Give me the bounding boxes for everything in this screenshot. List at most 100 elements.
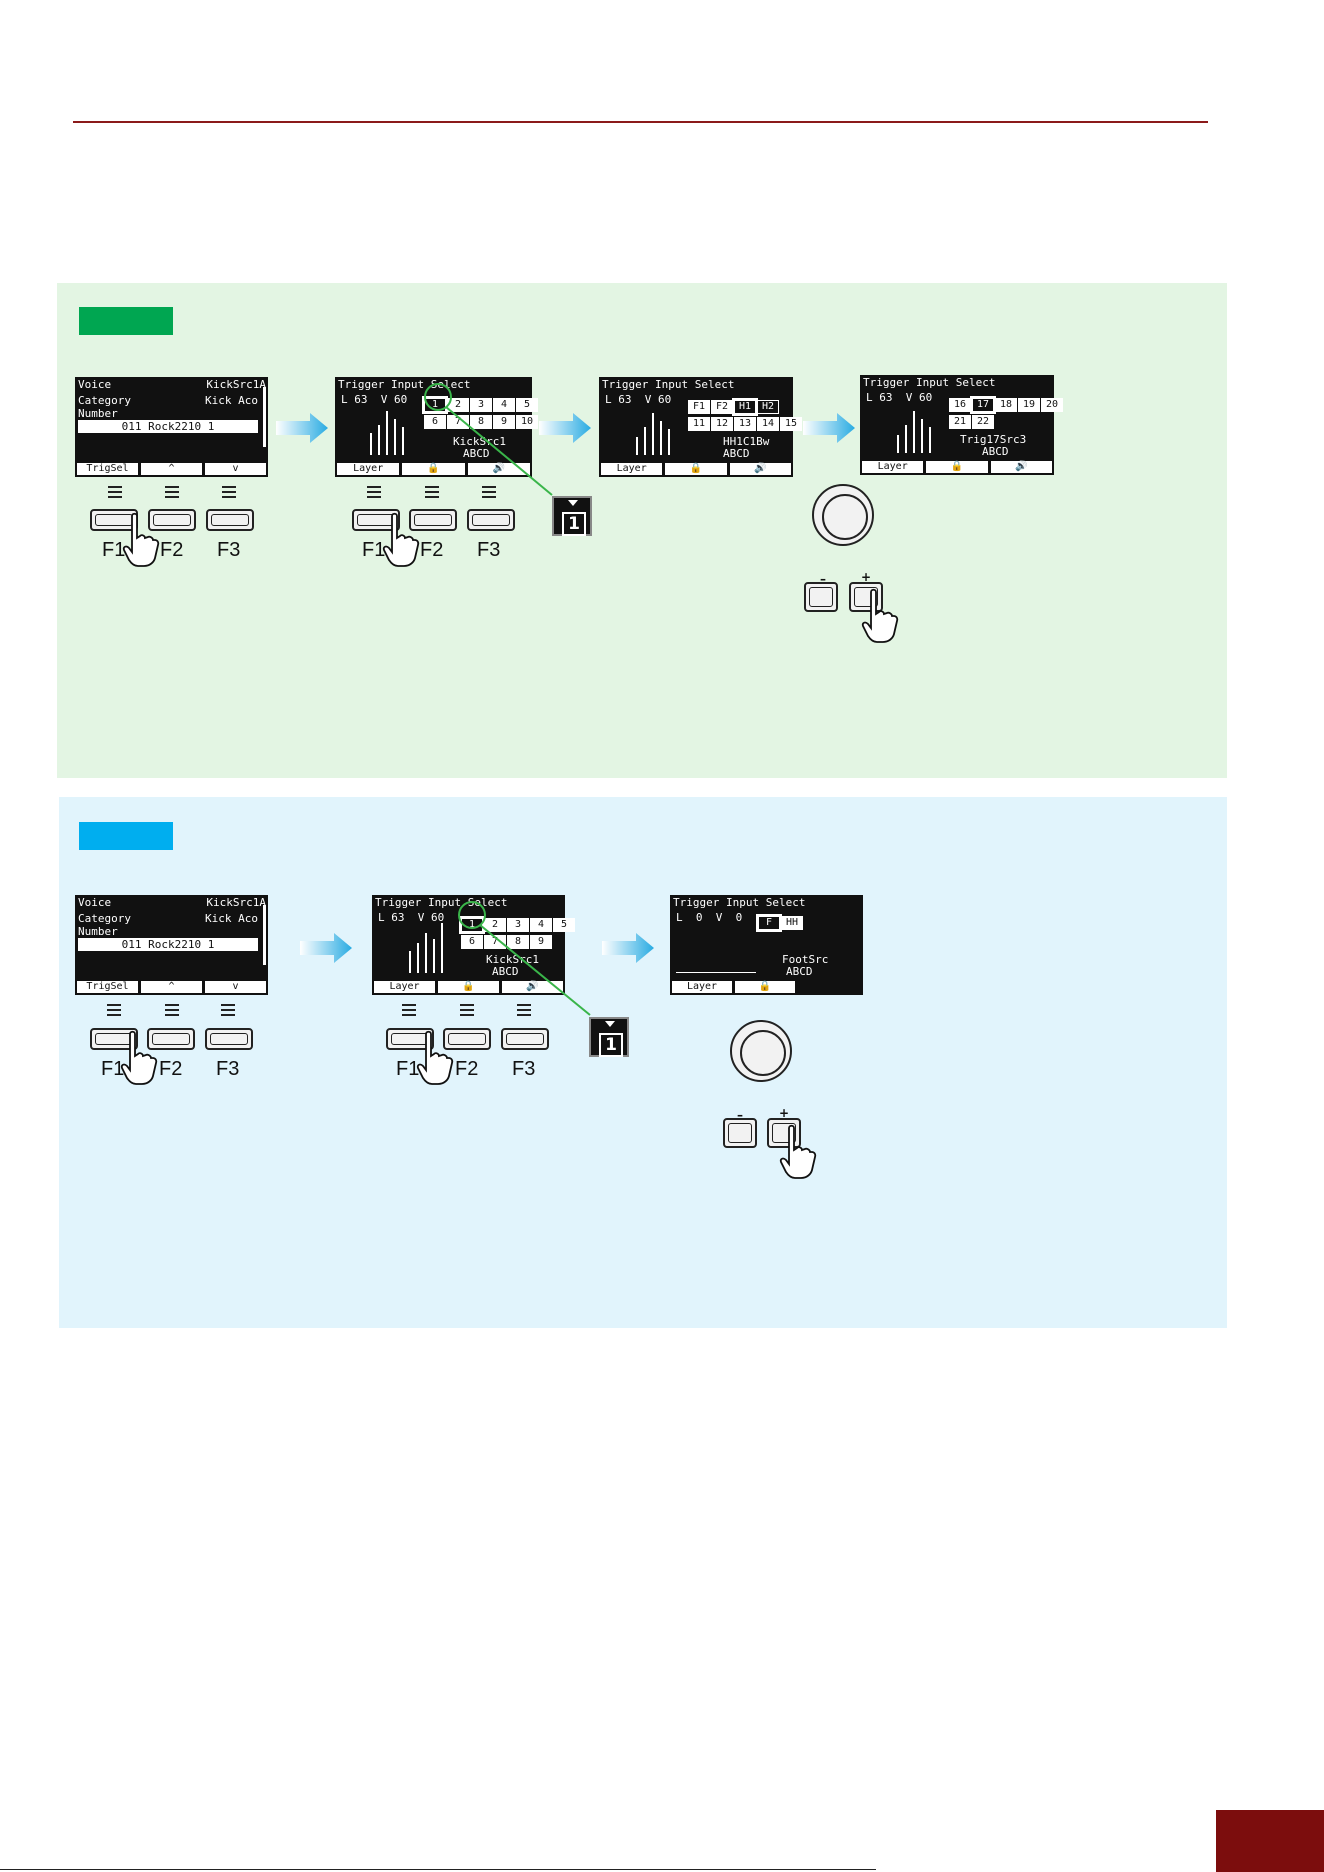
level-line: L 63 V 60: [605, 393, 672, 406]
softkey-bar: Layer 🔒: [672, 981, 795, 993]
meter: [897, 435, 899, 453]
step-arrow-icon: [602, 933, 654, 963]
meter: [652, 413, 654, 455]
f2-button[interactable]: [148, 509, 196, 531]
category-label: Category: [78, 394, 131, 407]
softkey-bar: Layer 🔒 🔊: [374, 981, 563, 993]
step-arrow-icon: [539, 413, 591, 443]
category-value: Kick Aco: [205, 394, 258, 407]
meter: [913, 411, 915, 453]
trig-pad-16: 16: [949, 398, 971, 412]
trig-pad-5: 5: [516, 398, 538, 412]
f3-button[interactable]: [467, 509, 515, 531]
voice-title: Voice: [78, 378, 112, 391]
trig-pad-f: F: [756, 914, 782, 932]
meter: [386, 411, 388, 455]
plus-button[interactable]: [767, 1118, 801, 1148]
f2-button[interactable]: [147, 1028, 195, 1050]
hand-pointer-icon: [779, 1124, 817, 1179]
abcd-label: ABCD: [492, 965, 519, 978]
green-tag: [79, 307, 173, 335]
trigger-name: FootSrc: [782, 953, 829, 966]
trigger-select-screen-3: Trigger Input Select L 63 V 60 16 17 18 …: [860, 375, 1063, 475]
trig-pad-f1: F1: [688, 400, 710, 414]
trig-pad-4: 4: [530, 918, 552, 932]
f3-button[interactable]: [206, 509, 254, 531]
speaker-icon: 🔊: [990, 461, 1052, 473]
meter: [378, 425, 380, 455]
hand-pointer-icon: [122, 512, 160, 567]
trig-pad-8: 8: [507, 935, 529, 949]
trig-pad-7: 7: [447, 415, 469, 429]
f2-indicator: [165, 1004, 179, 1018]
meter: [417, 943, 419, 973]
meter: [433, 939, 435, 973]
f1-button[interactable]: [90, 1028, 138, 1050]
hand-pointer-icon: [382, 512, 420, 567]
f2-label: F2: [159, 1058, 183, 1080]
trigger-name: HH1C1Bw: [723, 435, 770, 448]
trig-pad-21: 21: [949, 415, 971, 429]
trig-pad-18: 18: [995, 398, 1017, 412]
f2-button[interactable]: [443, 1028, 491, 1050]
meter: [644, 427, 646, 455]
f2-button[interactable]: [409, 509, 457, 531]
selected-voice-line: 011 Rock2210 1: [78, 420, 258, 433]
trig-pad-h2: H2: [757, 400, 779, 414]
voice-screen: Voice KickSrc1A Category Kick Aco Number…: [75, 377, 268, 477]
softkey-up: ^: [141, 981, 202, 993]
zoom-callout-line: [458, 901, 591, 1016]
trig-pad-1: 1: [459, 916, 485, 934]
trig-pad-6: 6: [461, 935, 483, 949]
lock-icon: 🔒: [438, 981, 499, 993]
scrollbar: [263, 905, 266, 965]
hand-pointer-icon: [416, 1030, 454, 1085]
softkey-layer: Layer: [862, 461, 924, 473]
f2-indicator: [165, 486, 179, 500]
trig-pad-13: 13: [734, 417, 756, 431]
plus-sign: +: [779, 1106, 790, 1120]
screen-title: Trigger Input Select: [338, 378, 471, 391]
trigger-name: Trig17Src3: [960, 433, 1027, 446]
f3-indicator: [517, 1004, 531, 1018]
number-label: Number: [78, 407, 118, 420]
trig-pad-12: 12: [711, 417, 733, 431]
f1-label: F1: [396, 1058, 420, 1080]
trig-pad-6: 6: [424, 415, 446, 429]
trig-pad-f2: F2: [711, 400, 733, 414]
trigger-select-screen-2: Trigger Input Select L 0 V 0 F HH FootSr…: [670, 895, 863, 995]
softkey-layer: Layer: [337, 463, 400, 475]
data-dial[interactable]: [730, 1020, 792, 1082]
number-label: Number: [78, 925, 118, 938]
f1-button[interactable]: [352, 509, 400, 531]
f1-button[interactable]: [386, 1028, 434, 1050]
lock-icon: 🔒: [665, 463, 727, 475]
screen-title: Trigger Input Select: [863, 376, 996, 389]
data-dial[interactable]: [812, 484, 874, 546]
abcd-label: ABCD: [786, 965, 813, 978]
meter: [441, 923, 443, 973]
lock-icon: 🔒: [735, 981, 795, 993]
f3-button[interactable]: [501, 1028, 549, 1050]
softkey-up: ^: [141, 463, 202, 475]
minus-button[interactable]: [804, 582, 838, 612]
f3-indicator: [221, 1004, 235, 1018]
green-panel: [57, 283, 1227, 778]
trig-pad-15: 15: [780, 417, 802, 431]
voice-title: Voice: [78, 896, 112, 909]
plus-button[interactable]: [849, 582, 883, 612]
header-rule: [73, 121, 1208, 123]
f2-label: F2: [455, 1058, 479, 1080]
trig-pad-8: 8: [470, 415, 492, 429]
softkey-trigsel: TrigSel: [77, 981, 138, 993]
lock-icon: 🔒: [402, 463, 465, 475]
screen-title: Trigger Input Select: [673, 896, 806, 909]
f1-indicator: [107, 1004, 121, 1018]
trig-pad-h1: H1: [732, 398, 758, 416]
f3-button[interactable]: [205, 1028, 253, 1050]
level-line: L 63 V 60: [866, 391, 933, 404]
minus-button[interactable]: [723, 1118, 757, 1148]
trig-pad-9: 9: [493, 415, 515, 429]
trig-pad-1: 1: [422, 396, 448, 414]
softkey-bar: Layer 🔒 🔊: [862, 461, 1052, 473]
